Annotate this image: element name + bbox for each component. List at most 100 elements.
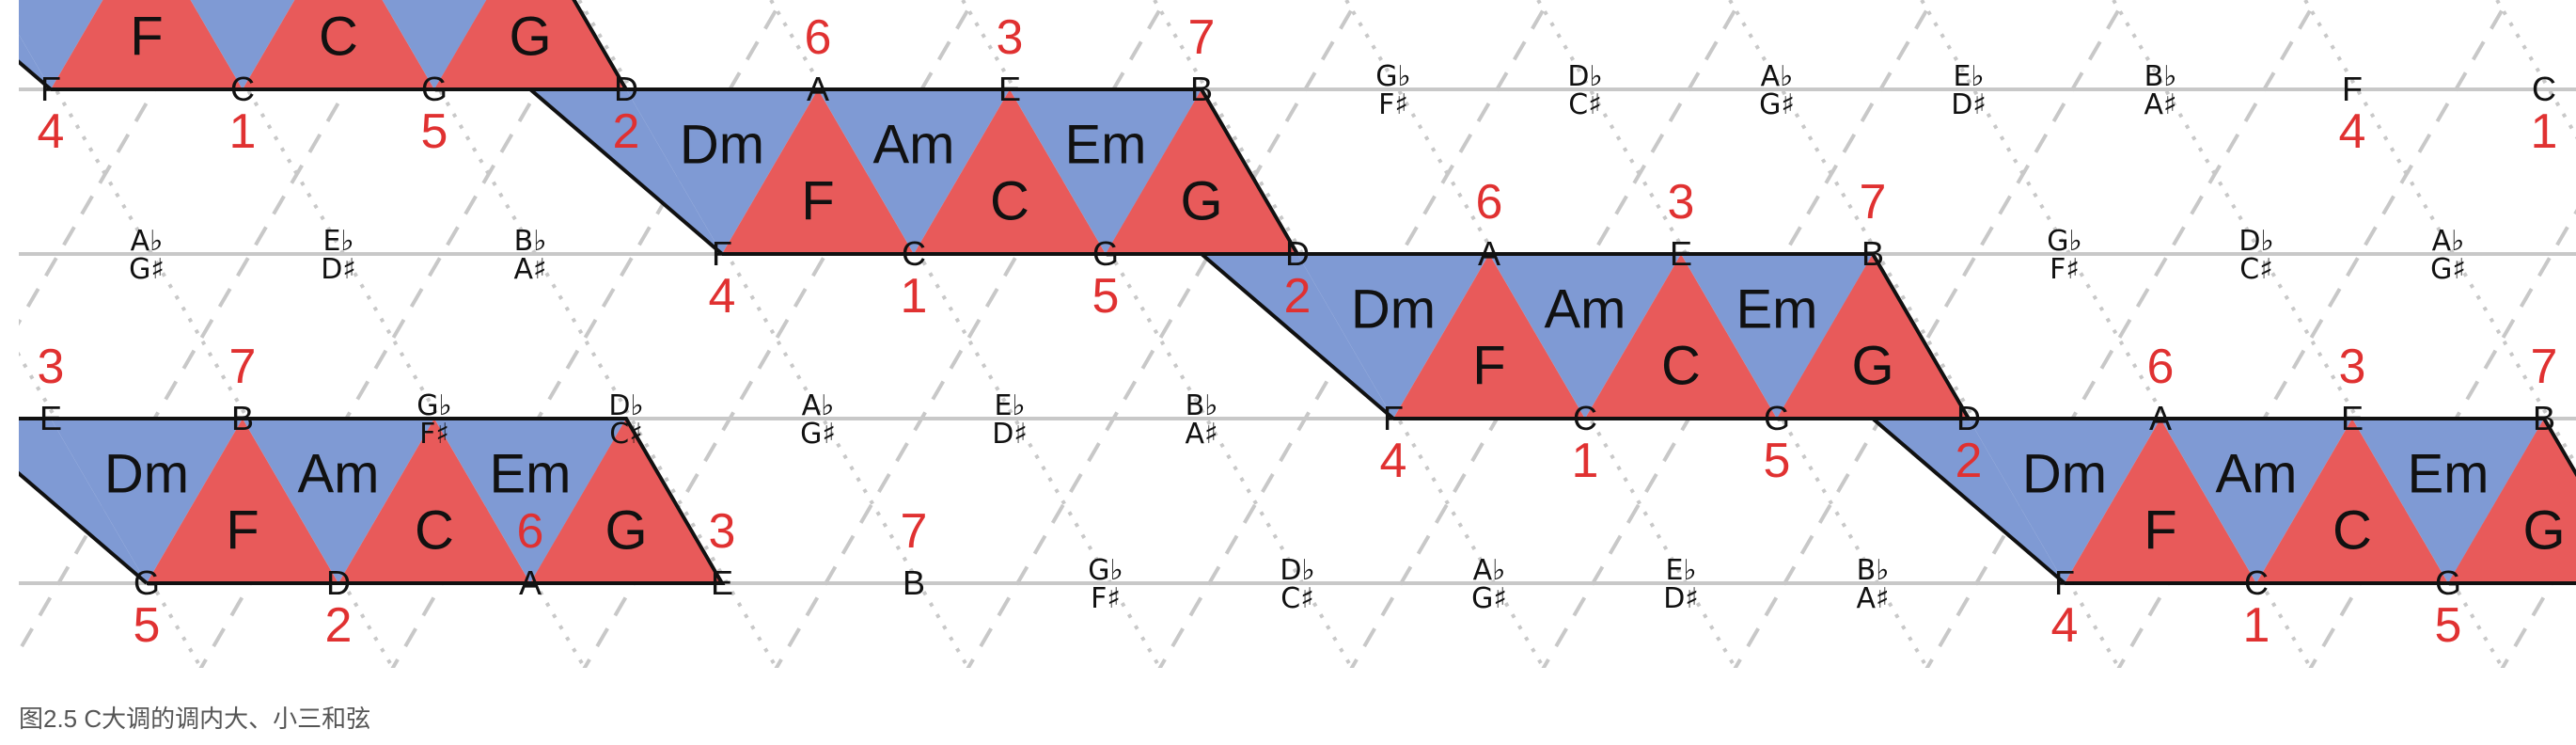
major-triangle [2065,419,2256,583]
minor-chord-label: Dm [8,0,93,10]
note-label: B [231,399,254,437]
minor-triangle [1969,419,2160,583]
minor-chord-label: Em [2408,443,2490,504]
enharmonic-label: G♯ [1759,88,1795,121]
minor-triangle [1297,254,1489,419]
enharmonic-label: F♯ [419,418,449,451]
scale-degree-label: 7 [1188,10,1216,65]
note-label: F [712,234,732,273]
enharmonic-label: D♭ [608,389,643,422]
enharmonic-label: D♯ [1951,88,1987,121]
enharmonic-label: G♯ [2430,253,2466,286]
minor-chord-label: Em [1065,114,1147,175]
scale-degree-label: 7 [229,340,257,394]
note-label: C [902,234,926,273]
enharmonic-label: C♯ [1568,88,1601,121]
enharmonic-label: A♯ [1856,582,1889,615]
enharmonic-label: E♭ [1665,554,1696,587]
scale-degree-label: 1 [2531,104,2558,159]
enharmonic-label: B♭ [1186,389,1218,422]
enharmonic-label: G♭ [1088,554,1123,587]
scale-degree-label: 1 [229,104,257,159]
minor-chord-label: Em [1736,278,1818,340]
enharmonic-label: D♭ [2238,225,2273,258]
scale-degree-label: 7 [1860,175,1887,230]
enharmonic-label: F♯ [1378,88,1408,121]
minor-triangle [2352,419,2544,583]
enharmonic-label: B♭ [514,225,547,258]
chord-block-outline [19,0,630,91]
minor-triangle [626,89,818,254]
note-label: A [1478,234,1500,273]
scale-degree-label: 7 [901,504,928,559]
note-label: F [1383,399,1404,437]
minor-chord-label: Em [490,443,572,504]
scale-degree-label: 6 [1476,175,1503,230]
major-chord-label: C [990,171,1029,232]
minor-triangle [818,89,1010,254]
major-triangle [147,419,338,583]
enharmonic-label: G♭ [416,389,451,422]
scale-degree-label: 7 [2531,340,2558,394]
scale-degree-label: 6 [517,504,544,559]
note-label: E [2341,399,2364,437]
note-label: G [2435,563,2461,602]
major-chord-label: F [1472,336,1505,397]
scale-degree-label: 5 [2435,598,2462,653]
minor-triangle [2160,419,2352,583]
enharmonic-label: A♯ [513,253,546,286]
major-chord-label: G [2522,500,2565,562]
note-label: C [1573,399,1597,437]
diag-dashed-9 [1541,0,1935,668]
enharmonic-label: A♭ [1473,554,1506,587]
scale-degree-label: 5 [1764,434,1791,488]
scale-degree-label: 5 [421,104,448,159]
scale-degree-label: 4 [2051,598,2079,653]
scale-degree-label: 3 [1668,175,1695,230]
enharmonic-label: A♯ [2144,88,2176,121]
major-triangle [434,0,626,89]
scale-degree-label: 1 [901,269,928,324]
major-chord-label: C [1661,336,1701,397]
minor-chord-label: Am [873,114,955,175]
enharmonic-label: C♯ [2239,253,2272,286]
enharmonic-label: A♯ [1185,418,1217,451]
scale-degree-label: 3 [2339,340,2366,394]
enharmonic-label: G♯ [800,418,836,451]
major-chord-label: F [130,7,163,68]
enharmonic-label: D♭ [1280,554,1314,587]
diag-dashed-7 [1157,0,1551,668]
minor-triangle [1010,89,1202,254]
major-triangle [51,0,243,89]
note-label: F [40,70,61,108]
major-chord-label: G [1180,171,1222,232]
enharmonic-label: D♯ [321,253,356,286]
minor-triangle [243,419,434,583]
scale-degree-label: 2 [325,598,353,653]
scale-degree-label: 4 [2339,104,2366,159]
scale-degree-label: 5 [1092,269,1120,324]
note-label: G [1764,399,1790,437]
chord-block-outline [525,87,1301,256]
major-chord-label: C [415,500,454,562]
chord-block-outline [1196,252,1972,420]
major-chord-label: F [801,171,834,232]
note-label: E [1670,234,1692,273]
minor-chord-label: Dm [104,443,189,504]
figure-caption: 图2.5 C大调的调内大、小三和弦 [19,705,371,733]
note-label: C [230,70,255,108]
note-label: B [903,563,925,602]
enharmonic-label: C♯ [1280,582,1313,615]
major-triangle [1777,254,1969,419]
chord-block-outline [1867,417,2576,585]
enharmonic-label: E♭ [1953,60,1984,93]
major-triangle [914,89,1106,254]
enharmonic-label: D♭ [1567,60,1602,93]
note-label: E [711,563,733,602]
major-triangle [722,89,914,254]
enharmonic-label: A♭ [2432,225,2465,258]
enharmonic-label: E♭ [994,389,1025,422]
diag-dashed-2 [198,0,592,668]
minor-chord-label: Am [202,0,284,10]
enharmonic-label: B♭ [1857,554,1890,587]
